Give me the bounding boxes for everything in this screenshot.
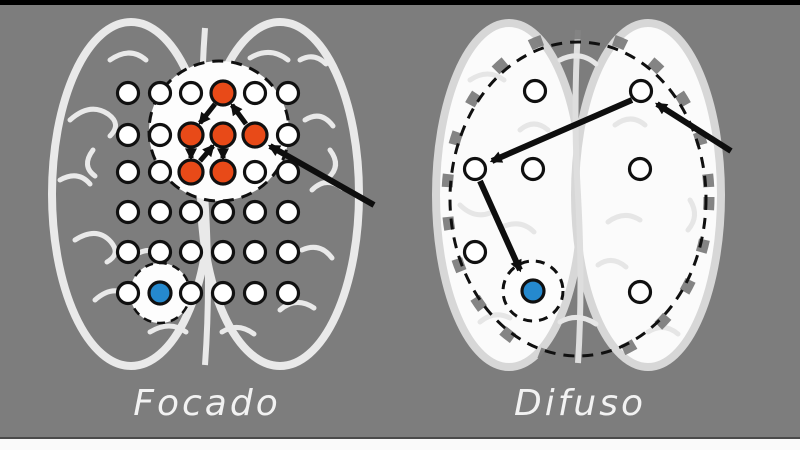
electrode-off bbox=[115, 122, 141, 148]
electrode-off bbox=[147, 199, 173, 225]
electrode-off bbox=[242, 239, 268, 265]
focused-electrodes bbox=[115, 79, 301, 306]
letterbox-bottom-strip bbox=[0, 437, 800, 450]
focused-brain bbox=[48, 18, 376, 370]
electrode-off bbox=[147, 239, 173, 265]
electrode-off bbox=[242, 80, 268, 106]
electrode-off bbox=[275, 80, 301, 106]
electrode-off bbox=[178, 280, 204, 306]
connection-arrow bbox=[198, 102, 217, 125]
electrode-off bbox=[178, 239, 204, 265]
diffuse-activity-highlight-ellipse bbox=[448, 40, 708, 358]
electrode-off bbox=[178, 80, 204, 106]
electrode-hub bbox=[520, 278, 546, 304]
electrode-off bbox=[628, 78, 654, 104]
rim-gyri-gaps bbox=[441, 28, 715, 366]
connection-arrow bbox=[489, 97, 634, 164]
central-fissure bbox=[572, 29, 584, 364]
connection-arrow bbox=[267, 143, 376, 208]
diffuse-label: Difuso bbox=[514, 383, 646, 424]
electrode-off bbox=[115, 280, 141, 306]
electrode-off bbox=[275, 159, 301, 185]
diffuse-electrodes bbox=[462, 78, 654, 305]
electrode-off bbox=[520, 156, 546, 182]
sulci-squiggles bbox=[457, 53, 697, 337]
electrode-off bbox=[462, 156, 488, 182]
connection-arrow bbox=[654, 101, 733, 154]
diffuse-brain bbox=[432, 19, 733, 371]
diffuse-arrows bbox=[477, 97, 733, 273]
electrode-active bbox=[209, 158, 237, 186]
electrode-off bbox=[115, 159, 141, 185]
electrode-off bbox=[115, 199, 141, 225]
focused-arrows bbox=[185, 102, 376, 208]
electrode-off bbox=[147, 80, 173, 106]
electrode-off bbox=[275, 280, 301, 306]
electrode-off bbox=[627, 279, 653, 305]
electrode-off bbox=[178, 199, 204, 225]
right-hemisphere-outline bbox=[571, 19, 725, 371]
electrode-off bbox=[115, 80, 141, 106]
electrode-active bbox=[209, 79, 237, 107]
electrode-off bbox=[275, 239, 301, 265]
connection-arrow bbox=[229, 103, 249, 126]
electrode-off bbox=[147, 159, 173, 185]
letterbox-top-bar bbox=[0, 0, 800, 5]
electrode-off bbox=[275, 122, 301, 148]
electrode-off bbox=[522, 78, 548, 104]
electrode-off bbox=[210, 280, 236, 306]
electrode-active bbox=[177, 121, 205, 149]
connection-arrow bbox=[477, 179, 523, 273]
electrode-off bbox=[210, 239, 236, 265]
electrode-off bbox=[242, 199, 268, 225]
electrode-off bbox=[462, 239, 488, 265]
electrode-off bbox=[115, 239, 141, 265]
electrode-off bbox=[275, 199, 301, 225]
focused-label: Focado bbox=[133, 383, 281, 424]
electrode-active bbox=[241, 121, 269, 149]
connection-arrow bbox=[198, 144, 215, 163]
electrode-active bbox=[209, 121, 237, 149]
electrode-hub bbox=[147, 280, 173, 306]
electrode-off bbox=[242, 280, 268, 306]
electrode-off bbox=[627, 156, 653, 182]
electrode-active bbox=[177, 158, 205, 186]
electrode-off bbox=[147, 122, 173, 148]
electrode-off bbox=[210, 199, 236, 225]
electrode-off bbox=[242, 159, 268, 185]
